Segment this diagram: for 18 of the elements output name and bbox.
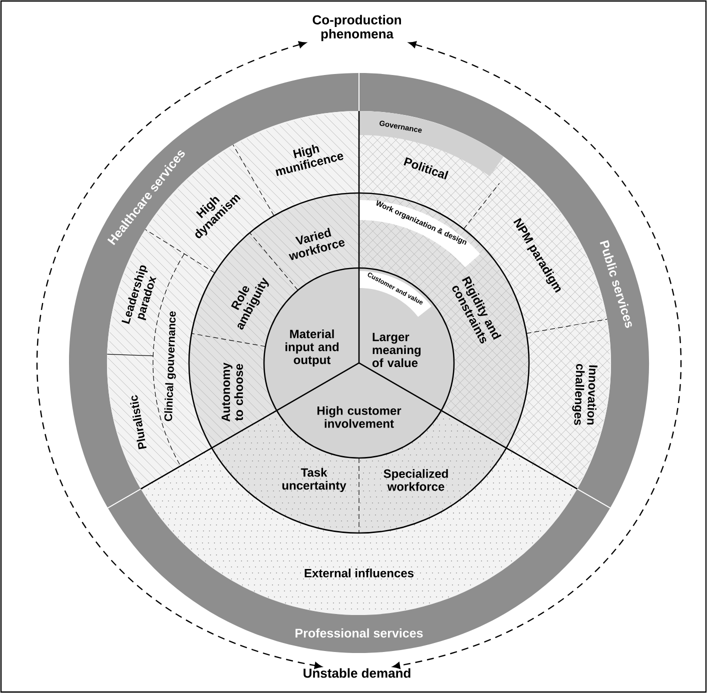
sector-label: Innovation challenges [572, 364, 598, 425]
sector-label: Pluralistic [130, 395, 146, 450]
sector-label: High customer involvement [317, 406, 402, 428]
sector-label: External influences [304, 568, 414, 578]
ring-sector [140, 448, 578, 616]
band-label: Public services [600, 240, 632, 328]
dashed-arrow [392, 41, 682, 669]
sector-label: Material input and output [286, 329, 339, 367]
sector-label: Autonomy to choose [222, 362, 243, 422]
band-label: Professional services [296, 628, 423, 638]
sector-label: Larger meaning of value [372, 332, 421, 368]
sector-label: Clinical gouvernance [164, 311, 176, 422]
dashed-arrow [36, 41, 322, 669]
sector-label: Task uncertainty [282, 468, 346, 492]
phenomenon-label: Co-production phenomena [312, 14, 401, 42]
sector-label: Specialized workforce [384, 469, 448, 491]
phenomenon-label: Unstable demand [304, 668, 410, 678]
sector-label: Varied workforce [288, 228, 345, 260]
